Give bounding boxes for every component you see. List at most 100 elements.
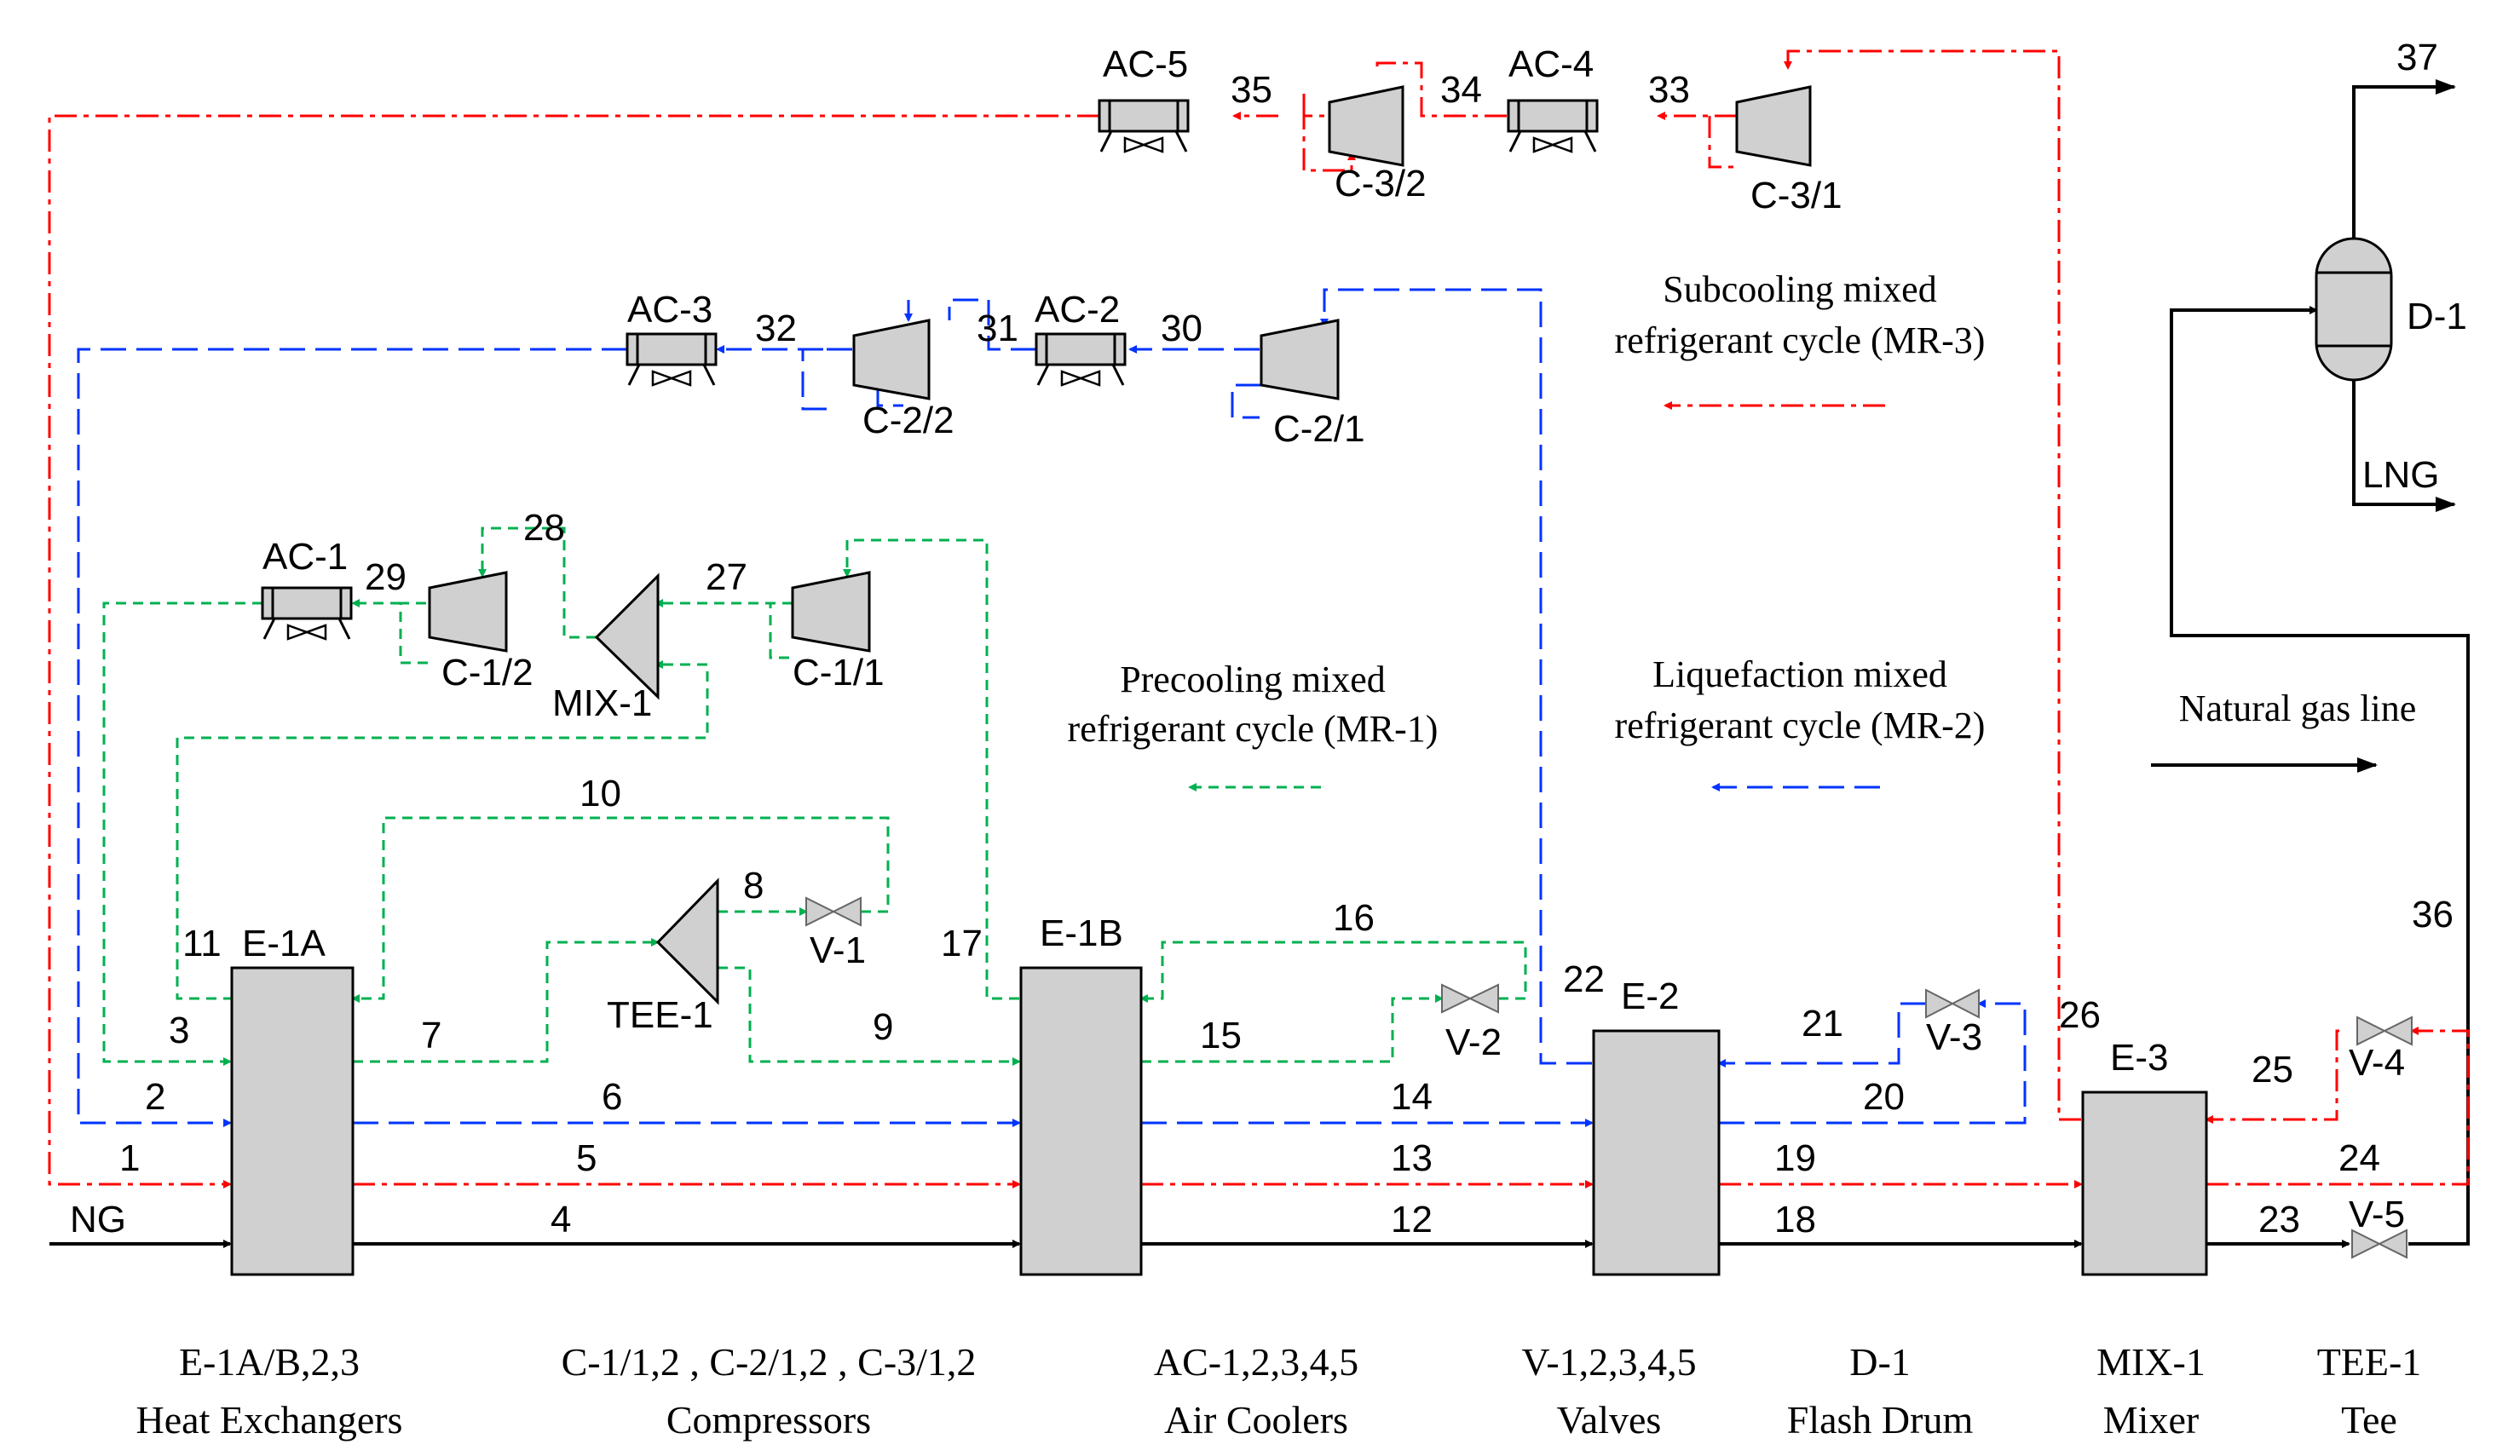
label-e1a: E-1A — [242, 923, 326, 964]
stream-28: 28 — [523, 507, 565, 549]
stream-23: 23 — [2258, 1199, 2300, 1240]
compressor-c12 — [428, 571, 508, 653]
stream-34: 34 — [1440, 69, 1482, 111]
valve-v1 — [805, 896, 862, 927]
caption-mixer: Mixer — [2103, 1398, 2199, 1442]
stream-ng: NG — [70, 1199, 126, 1240]
label-ac3: AC-3 — [627, 289, 712, 331]
air-cooler-ac5 — [1098, 99, 1190, 153]
stream-1: 1 — [119, 1137, 140, 1179]
stream-30: 30 — [1161, 308, 1202, 349]
flash-drum-d1 — [2315, 237, 2393, 382]
stream-7: 7 — [421, 1015, 441, 1056]
label-ac4: AC-4 — [1508, 43, 1594, 85]
stream-lng: LNG — [2362, 454, 2439, 496]
label-e2: E-2 — [1621, 975, 1679, 1017]
stream-5: 5 — [576, 1137, 597, 1179]
compressor-c11 — [791, 571, 871, 653]
legend-mr2-subtitle: refrigerant cycle (MR-2) — [1615, 705, 1986, 746]
valve-v5 — [2351, 1229, 2408, 1259]
stream-18: 18 — [1774, 1199, 1816, 1240]
ng-line — [49, 79, 2470, 1248]
legend-mr3-title: Subcooling mixed — [1663, 268, 1936, 310]
air-cooler-ac1 — [261, 586, 353, 641]
valve-v3 — [1925, 988, 1980, 1019]
caption-flash-drum: Flash Drum — [1787, 1398, 1974, 1442]
label-v2: V-2 — [1445, 1022, 1502, 1063]
stream-3: 3 — [169, 1010, 189, 1051]
tee-tee1-shape — [655, 878, 719, 1005]
stream-15: 15 — [1200, 1015, 1242, 1056]
air-coolers — [261, 99, 1599, 641]
legend-lines — [1188, 401, 2378, 791]
caption-valves: Valves — [1557, 1398, 1662, 1442]
compressor-c31 — [1735, 85, 1812, 167]
stream-17: 17 — [941, 923, 983, 964]
compressor-c32 — [1328, 85, 1404, 167]
label-mix1: MIX-1 — [552, 682, 652, 724]
stream-22: 22 — [1563, 958, 1605, 1000]
mr3-line — [48, 49, 2470, 1188]
stream-12: 12 — [1391, 1199, 1433, 1240]
stream-27: 27 — [706, 556, 747, 598]
air-cooler-ac3 — [626, 332, 718, 387]
caption-tee-id: TEE-1 — [2317, 1340, 2422, 1384]
legend-mr3-subtitle: refrigerant cycle (MR-3) — [1615, 319, 1986, 361]
heat-exchanger-e1a — [230, 966, 355, 1276]
stream-37: 37 — [2396, 37, 2438, 78]
stream-13: 13 — [1391, 1137, 1433, 1179]
label-v5: V-5 — [2349, 1194, 2405, 1235]
stream-11: 11 — [182, 923, 222, 964]
air-cooler-ac4 — [1507, 99, 1599, 153]
stream-29: 29 — [365, 556, 407, 598]
stream-10: 10 — [580, 773, 621, 814]
stream-20: 20 — [1863, 1076, 1905, 1118]
stream-24: 24 — [2338, 1137, 2380, 1179]
stream-9: 9 — [873, 1006, 893, 1048]
legend-mr2-title: Liquefaction mixed — [1652, 653, 1947, 695]
caption-heat-exchangers: Heat Exchangers — [136, 1398, 403, 1442]
stream-26: 26 — [2059, 994, 2101, 1036]
caption-heat-exchangers-ids: E-1A/B,2,3 — [179, 1340, 360, 1384]
compressor-c21 — [1260, 319, 1340, 400]
label-c31: C-3/1 — [1750, 175, 1842, 216]
label-ac1: AC-1 — [262, 536, 348, 578]
label-c11: C-1/1 — [793, 652, 885, 693]
stream-21: 21 — [1802, 1003, 1843, 1045]
mr2-line — [77, 288, 2027, 1127]
stream-14: 14 — [1391, 1076, 1433, 1118]
label-e3: E-3 — [2110, 1037, 2168, 1079]
valve-v2 — [1441, 983, 1499, 1014]
mixer-mix1 — [594, 573, 660, 700]
label-d1: D-1 — [2407, 296, 2467, 337]
stream-8: 8 — [743, 865, 764, 906]
label-e1b: E-1B — [1040, 912, 1123, 954]
label-ac5: AC-5 — [1103, 43, 1188, 85]
label-tee1: TEE-1 — [607, 994, 713, 1036]
stream-36: 36 — [2412, 894, 2454, 935]
heat-exchanger-e3 — [2081, 1091, 2208, 1276]
label-c32: C-3/2 — [1335, 163, 1427, 204]
label-c12: C-1/2 — [441, 652, 533, 693]
compressor-c22 — [852, 319, 931, 400]
legend-mr1-subtitle: refrigerant cycle (MR-1) — [1068, 708, 1439, 750]
caption-flash-drum-id: D-1 — [1849, 1340, 1911, 1384]
label-v1: V-1 — [810, 929, 866, 971]
caption-compressors-ids: C-1/1,2 , C-2/1,2 , C-3/1,2 — [562, 1340, 977, 1384]
stream-32: 32 — [755, 308, 797, 349]
stream-31: 31 — [977, 308, 1018, 349]
caption-air-coolers-ids: AC-1,2,3,4,5 — [1154, 1340, 1358, 1384]
valve-v4 — [2356, 1016, 2413, 1046]
air-cooler-ac2 — [1035, 332, 1127, 387]
label-ac2: AC-2 — [1035, 289, 1120, 331]
stream-4: 4 — [551, 1199, 571, 1240]
caption-compressors: Compressors — [666, 1398, 871, 1442]
caption-air-coolers: Air Coolers — [1164, 1398, 1348, 1442]
stream-33: 33 — [1648, 69, 1690, 111]
stream-25: 25 — [2252, 1049, 2293, 1091]
stream-2: 2 — [145, 1076, 165, 1118]
caption-tee: Tee — [2341, 1398, 2397, 1442]
legend-mr1-title: Precooling mixed — [1120, 659, 1386, 700]
label-c21: C-2/1 — [1273, 408, 1365, 450]
